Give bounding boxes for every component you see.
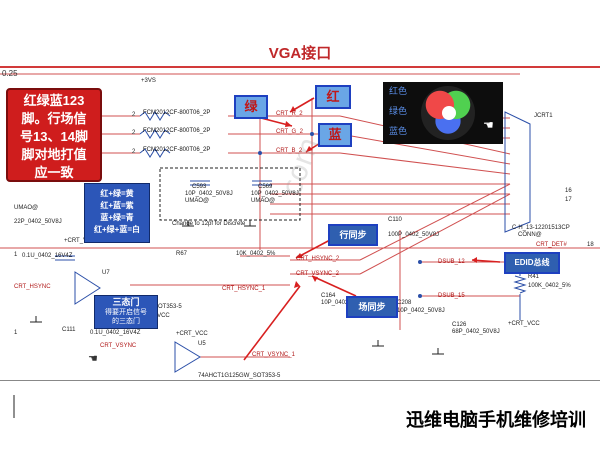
pin-2-label: 2 [132, 130, 136, 136]
cap-value: 68P_0402_50V8J [452, 329, 500, 335]
connector-ref: JCRT1 [534, 113, 553, 119]
note-line: 号13、14脚 [20, 129, 88, 144]
net-crt-vcc: +CRT_VCC [176, 331, 208, 337]
cap-ref: C110 [388, 217, 402, 223]
rgb-color-panel: 红色 绿色 蓝色 ☚ [383, 82, 503, 144]
callout-blue: 蓝 [318, 123, 352, 147]
hand-cursor-icon: ☚ [483, 118, 494, 132]
mix-line: 红+绿=黄 [100, 189, 134, 198]
filter-part-label: FCM2012CF-800T06_2P [143, 128, 211, 134]
cap-value: 10P_0402_50V8J [185, 191, 233, 197]
pin-2-label: 2 [132, 149, 136, 155]
net-crt-vsync1: CRT_VSYNC_1 [252, 352, 295, 358]
pin-number: 18 [587, 242, 594, 248]
resistor-ref: R41 [528, 274, 540, 280]
note-line: 脚对地打值 [21, 147, 87, 162]
footer-brand: 迅维电脑手机维修培训 [406, 410, 586, 431]
cap-ref: C569 [258, 184, 273, 190]
resistor-ref: R67 [176, 251, 188, 257]
page-title: VGA接口 [268, 45, 332, 62]
callout-vsync: 场同步 [346, 296, 398, 318]
net-crt-hsync1: CRT_HSYNC_1 [222, 286, 266, 292]
cap-ref: C164 [321, 293, 336, 299]
panel-label-red: 红色 [389, 87, 408, 97]
ic-package: SOT353-5 [154, 304, 182, 310]
ic-part: 74AHCT1G125GW_SOT353-5 [198, 373, 281, 379]
callout-hsync: 行同步 [328, 224, 378, 246]
cap-ref: C593 [192, 184, 207, 190]
cap-value: 100P_0402_50V8J [388, 232, 440, 238]
resistor-value: 100K_0402_5% [528, 283, 571, 289]
net-crt-hsync: CRT_HSYNC [14, 284, 51, 290]
pin-label: 1 [14, 330, 18, 336]
net-crt-g2: CRT_G_2 [276, 129, 303, 135]
white-mix-spot [442, 106, 456, 120]
pin-number: 17 [565, 197, 572, 203]
net-crt-vsync2: CRT_VSYNC_2 [296, 271, 339, 277]
fit-option: UMAO@ [14, 205, 39, 211]
cap-value: 0.1U_0402_16V4Z [22, 253, 73, 259]
fit-option: UMAO@ [251, 198, 276, 204]
cap-value: 10P_0402_50V8J [251, 191, 299, 197]
mix-line: 红+绿+蓝=白 [93, 225, 140, 234]
design-note: Change to 12pf for Discrete [172, 221, 246, 227]
net-crt-vsync: CRT_VSYNC [100, 343, 137, 349]
callout-green: 绿 [234, 95, 268, 119]
color-mix-note: 红+绿=黄 红+蓝=紫 蓝+绿=青 红+绿+蓝=白 [84, 183, 150, 243]
title-divider [0, 66, 600, 68]
net-crt-det: CRT_DET# [536, 242, 567, 248]
cap-value: 22P_0402_50V8J [14, 219, 62, 225]
panel-label-blue: 蓝色 [389, 127, 408, 137]
ic-ref: U5 [198, 341, 206, 347]
note-line: 脚。行场信 [21, 111, 87, 126]
hand-cursor-icon: ☚ [88, 353, 98, 365]
tristate-line: 的三态门 [112, 318, 140, 325]
tristate-line: 得要开启信号 [105, 309, 147, 316]
callout-edid: EDID总线 [504, 252, 560, 274]
cap-ref: C208 [397, 300, 412, 306]
tristate-title: 三态门 [112, 297, 140, 307]
resistor-value: 10K_0402_5% [236, 251, 276, 257]
panel-label-green: 绿色 [389, 107, 408, 117]
cap-ref: C111 [62, 327, 76, 333]
connector-part: C-H_13-12201513CP [512, 225, 570, 231]
note-line: 应一致 [34, 165, 74, 180]
note-line: 红绿蓝123 [23, 93, 85, 108]
footer-divider [0, 380, 600, 381]
cap-ref: C126 [452, 322, 467, 328]
cap-value: 10P_0402_50V8J [397, 308, 445, 314]
filter-part-label: FCM2012CF-800T06_2P [143, 147, 211, 153]
callout-red: 红 [315, 85, 351, 109]
cap-value: 10P_0402_50V8J [321, 300, 369, 306]
fit-option: CONN@ [518, 232, 542, 238]
fit-option: UMAO@ [185, 198, 210, 204]
cap-value: 0.1U_0402_16V4Z [90, 330, 141, 336]
mix-line: 蓝+绿=青 [100, 213, 134, 222]
net-crt-hsync2: CRT_HSYNC_2 [296, 256, 340, 262]
net-dsub15: DSUB_15 [438, 293, 465, 299]
pin-number: 16 [565, 188, 572, 194]
net-crt-b2: CRT_B_2 [276, 148, 303, 154]
filter-part-label: FCM2012CF-800T06_2P [143, 110, 211, 116]
net-crt-vcc: +CRT_VCC [64, 238, 96, 244]
pin-label: 1 [14, 252, 18, 258]
rgb-mix-wheel [421, 86, 475, 140]
schematic-version: 0.25 [2, 69, 18, 78]
rgb-pin-note: 红绿蓝123 脚。行场信 号13、14脚 脚对地打值 应一致 [6, 88, 102, 182]
net-dsub12: DSUB_12 [438, 259, 465, 265]
tristate-gate-note: 三态门 得要开启信号 的三态门 [94, 295, 158, 329]
ic-ref: U7 [102, 270, 110, 276]
net-crt-r2: CRT_R_2 [276, 111, 303, 117]
pin-2-label: 2 [132, 112, 136, 118]
mix-line: 红+蓝=紫 [100, 201, 134, 210]
net-3vs: +3VS [141, 78, 156, 84]
net-crt-vcc: +CRT_VCC [508, 321, 540, 327]
